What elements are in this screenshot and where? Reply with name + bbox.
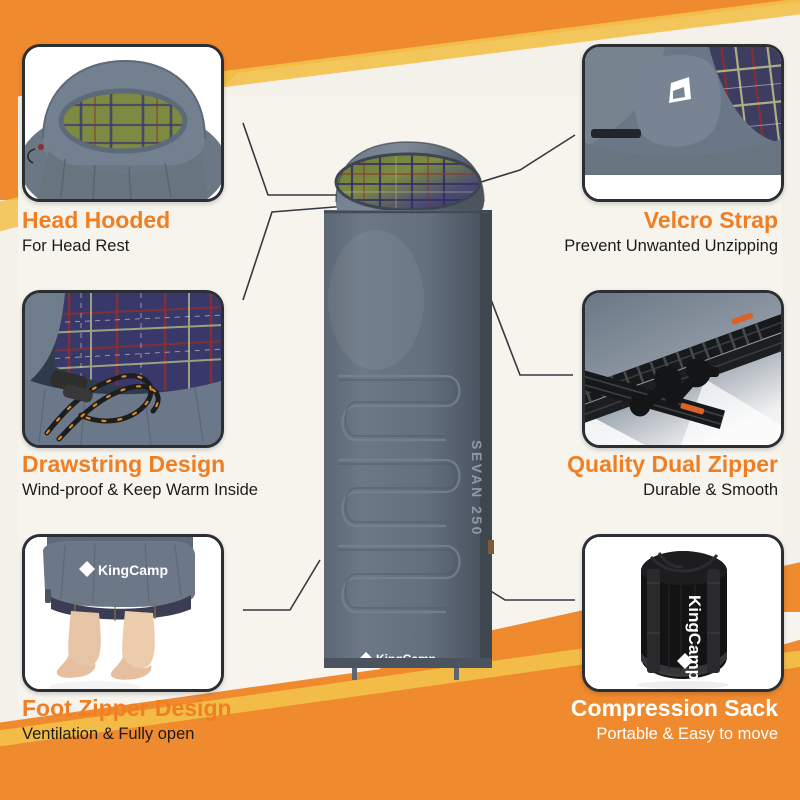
caption-drawstring-design: Drawstring Design Wind-proof & Keep Warm… xyxy=(22,451,258,501)
feature-title-head-hooded: Head Hooded xyxy=(22,207,171,233)
feature-title-compression-sack: Compression Sack xyxy=(570,695,778,721)
zipper-pull-left xyxy=(629,366,682,417)
feature-subtitle-quality-dual-zipper: Durable & Smooth xyxy=(643,480,778,499)
svg-text:KingCamp: KingCamp xyxy=(685,595,704,680)
zipper-pull-right xyxy=(665,358,711,406)
feature-photo-head-hooded[interactable] xyxy=(22,44,224,202)
caption-velcro-strap: Velcro Strap Prevent Unwanted Unzipping xyxy=(564,207,778,257)
photo-brand-logo: KingCamp xyxy=(79,561,168,578)
caption-foot-zipper-design: Foot Zipper Design Ventilation & Fully o… xyxy=(22,695,232,745)
sack-brand-logo: KingCamp xyxy=(685,595,704,680)
product-model-text: SEVAN 250 xyxy=(469,440,485,537)
feature-photo-compression-sack[interactable]: KingCamp xyxy=(582,534,784,692)
feature-subtitle-compression-sack: Portable & Easy to move xyxy=(596,724,778,743)
feature-subtitle-head-hooded: For Head Rest xyxy=(22,236,130,255)
feature-title-quality-dual-zipper: Quality Dual Zipper xyxy=(567,451,778,477)
caption-quality-dual-zipper: Quality Dual Zipper Durable & Smooth xyxy=(567,451,778,501)
feature-subtitle-drawstring-design: Wind-proof & Keep Warm Inside xyxy=(22,480,258,499)
feature-subtitle-foot-zipper-design: Ventilation & Fully open xyxy=(22,724,195,743)
feature-photo-foot-zipper-design[interactable]: KingCamp xyxy=(22,534,224,692)
feature-title-drawstring-design: Drawstring Design xyxy=(22,451,226,477)
feature-photo-quality-dual-zipper[interactable] xyxy=(582,290,784,448)
feature-photo-velcro-strap[interactable] xyxy=(582,44,784,202)
feature-title-velcro-strap: Velcro Strap xyxy=(643,207,778,233)
feature-subtitle-velcro-strap: Prevent Unwanted Unzipping xyxy=(564,236,778,255)
caption-compression-sack: Compression Sack Portable & Easy to move xyxy=(570,695,778,745)
feature-title-foot-zipper-design: Foot Zipper Design xyxy=(22,695,232,721)
feature-photo-drawstring-design[interactable] xyxy=(22,290,224,448)
diamond-logo-icon xyxy=(669,77,691,103)
svg-text:KingCamp: KingCamp xyxy=(98,562,168,578)
caption-head-hooded: Head Hooded For Head Rest xyxy=(22,207,171,257)
main-product-sleeping-bag: SEVAN 250 KingCamp xyxy=(296,140,520,684)
